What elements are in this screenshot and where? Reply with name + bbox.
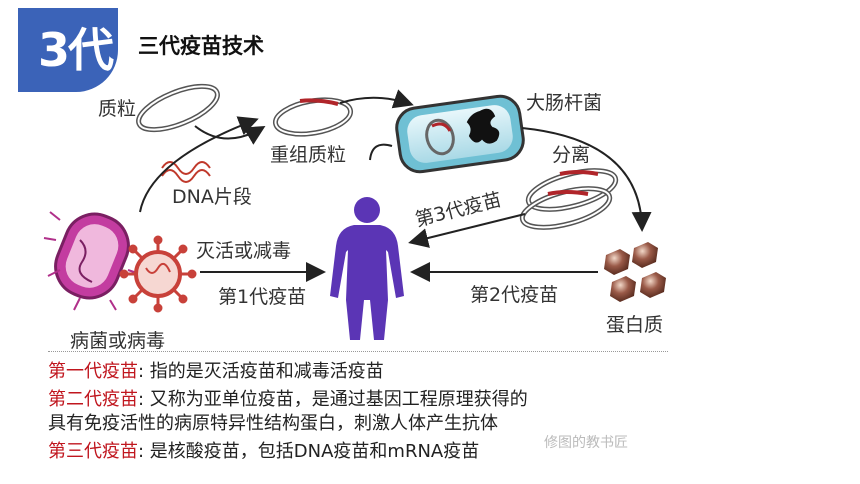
virus-icon (119, 235, 197, 313)
arrow-gen3 (408, 213, 526, 248)
arrow-recombinant-to-ecoli (339, 89, 414, 109)
label-gen2: 第2代疫苗 (470, 284, 559, 306)
generation-badge (18, 8, 118, 92)
desc-gen2-cont-text: 具有免疫活性的病原特异性结构蛋白，刺激人体产生抗体 (48, 413, 498, 434)
human-figure (330, 197, 404, 340)
desc-gen2-term: 第二代疫苗 (48, 389, 138, 410)
arrow-pathogen-to-recombinant (139, 116, 259, 213)
desc-gen2: 第二代疫苗: 又称为亚单位疫苗，是通过基因工程原理获得的 (48, 385, 528, 411)
label-inactivated: 灭活或减毒 (196, 240, 292, 262)
arrow-plasmid-to-recombinant (194, 125, 266, 145)
label-ecoli: 大肠杆菌 (526, 92, 603, 114)
desc-gen1: 第一代疫苗: 指的是灭活疫苗和减毒活疫苗 (48, 357, 384, 383)
label-gen1: 第1代疫苗 (218, 286, 307, 308)
protein-icon (604, 242, 666, 302)
watermark: 修图的教书匠 (544, 435, 628, 451)
desc-gen2-text: : 又称为亚单位疫苗，是通过基因工程原理获得的 (138, 389, 528, 410)
desc-gen2-cont: 具有免疫活性的病原特异性结构蛋白，刺激人体产生抗体 (48, 409, 498, 435)
label-protein: 蛋白质 (606, 314, 664, 336)
desc-gen3-text: : 是核酸疫苗，包括DNA疫苗和mRNA疫苗 (138, 441, 480, 462)
dna-fragment-icon (161, 161, 211, 183)
page-title: 三代疫苗技术 (138, 34, 264, 58)
divider (48, 351, 668, 352)
bacterium-icon (43, 211, 141, 311)
badge-text: 3代 (38, 23, 114, 77)
label-dna-fragment: DNA片段 (172, 186, 252, 208)
desc-gen3-term: 第三代疫苗 (48, 441, 138, 462)
desc-gen1-text: : 指的是灭活疫苗和减毒活疫苗 (138, 361, 384, 382)
label-pathogen: 病菌或病毒 (70, 330, 166, 352)
arrow-dna-insert (369, 143, 393, 161)
desc-gen1-term: 第一代疫苗 (48, 361, 138, 382)
desc-gen3: 第三代疫苗: 是核酸疫苗，包括DNA疫苗和mRNA疫苗 (48, 437, 479, 463)
recombinant-plasmid-ring (272, 97, 354, 137)
label-plasmid: 质粒 (98, 98, 137, 120)
separated-plasmids (519, 168, 619, 230)
label-recombinant-plasmid: 重组质粒 (270, 144, 347, 166)
ecoli-cell (395, 94, 525, 174)
plasmid-ring (136, 83, 220, 133)
label-separate: 分离 (552, 144, 591, 166)
arrow-ecoli-to-protein (521, 127, 652, 232)
